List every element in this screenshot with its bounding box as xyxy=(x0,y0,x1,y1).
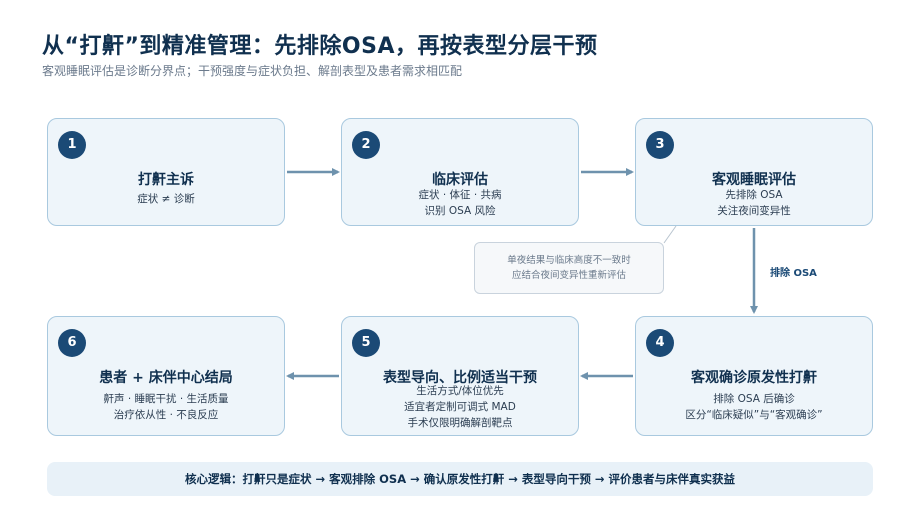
page-title: 从“打鼾”到精准管理：先排除OSA，再按表型分层干预 xyxy=(42,34,598,59)
step-number-badge: 1 xyxy=(58,131,86,159)
step-details: 排除 OSA 后确诊 区分“临床疑似”与“客观确诊” xyxy=(636,391,872,423)
step-title: 临床评估 xyxy=(432,172,488,188)
step-details: 生活方式/体位优先 适宜者定制可调式 MAD 手术仅限明确解剖靶点 xyxy=(342,383,578,431)
page-subtitle: 客观睡眠评估是诊断分界点；干预强度与症状负担、解剖表型及患者需求相匹配 xyxy=(42,64,463,78)
step-title: 表型导向、比例适当干预 xyxy=(383,370,537,386)
core-logic-banner: 核心逻辑：打鼾只是症状 → 客观排除 OSA → 确认原发性打鼾 → 表型导向干… xyxy=(47,462,873,496)
step-detail-line: 治疗依从性 · 不良反应 xyxy=(113,409,219,421)
step-detail-line: 识别 OSA 风险 xyxy=(424,205,496,217)
step-detail-line: 生活方式/体位优先 xyxy=(416,385,504,397)
step-card-3: 3 客观睡眠评估 先排除 OSA 关注夜间变异性 xyxy=(635,118,873,226)
arrow-label-rule-out-osa: 排除 OSA xyxy=(770,268,817,279)
note-line: 应结合夜间变异性重新评估 xyxy=(511,270,626,281)
step-details: 鼾声 · 睡眠干扰 · 生活质量 治疗依从性 · 不良反应 xyxy=(48,391,284,423)
step-card-6: 6 患者 + 床伴中心结局 鼾声 · 睡眠干扰 · 生活质量 治疗依从性 · 不… xyxy=(47,316,285,436)
step-number-badge: 5 xyxy=(352,329,380,357)
step-detail-line: 区分“临床疑似”与“客观确诊” xyxy=(685,409,823,421)
step-title: 患者 + 床伴中心结局 xyxy=(99,370,233,386)
step-detail-line: 手术仅限明确解剖靶点 xyxy=(407,417,513,429)
step-detail-line: 排除 OSA 后确诊 xyxy=(713,393,795,405)
variability-note: 单夜结果与临床高度不一致时 应结合夜间变异性重新评估 xyxy=(474,242,664,294)
step-title: 客观确诊原发性打鼾 xyxy=(691,370,817,386)
step-card-1: 1 打鼾主诉 症状 ≠ 诊断 xyxy=(47,118,285,226)
step-detail-line: 症状 ≠ 诊断 xyxy=(137,193,195,205)
step-number-badge: 2 xyxy=(352,131,380,159)
step-detail-line: 关注夜间变异性 xyxy=(717,205,791,217)
step-detail-line: 症状 · 体征 · 共病 xyxy=(418,189,502,201)
step-details: 症状 ≠ 诊断 xyxy=(48,191,284,207)
step-card-4: 4 客观确诊原发性打鼾 排除 OSA 后确诊 区分“临床疑似”与“客观确诊” xyxy=(635,316,873,436)
step-number-badge: 3 xyxy=(646,131,674,159)
step-details: 症状 · 体征 · 共病 识别 OSA 风险 xyxy=(342,187,578,219)
step-detail-line: 先排除 OSA xyxy=(725,189,783,201)
note-connector xyxy=(663,225,677,244)
step-number-badge: 4 xyxy=(646,329,674,357)
step-title: 打鼾主诉 xyxy=(138,172,194,188)
step-card-2: 2 临床评估 症状 · 体征 · 共病 识别 OSA 风险 xyxy=(341,118,579,226)
step-title: 客观睡眠评估 xyxy=(712,172,796,188)
note-line: 单夜结果与临床高度不一致时 xyxy=(507,255,631,266)
step-detail-line: 适宜者定制可调式 MAD xyxy=(404,401,516,413)
step-number-badge: 6 xyxy=(58,329,86,357)
step-details: 先排除 OSA 关注夜间变异性 xyxy=(636,187,872,219)
step-card-5: 5 表型导向、比例适当干预 生活方式/体位优先 适宜者定制可调式 MAD 手术仅… xyxy=(341,316,579,436)
step-detail-line: 鼾声 · 睡眠干扰 · 生活质量 xyxy=(103,393,229,405)
